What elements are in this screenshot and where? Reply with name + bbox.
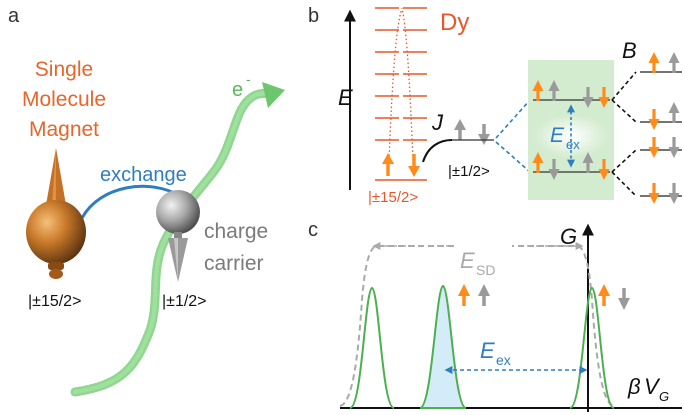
box-lower-carrier-up-arrow: [582, 152, 594, 173]
smm-state-label: |±15/2>: [28, 293, 81, 310]
x-axis-sub: G: [659, 389, 669, 404]
dy-tunnel-path-right: [401, 7, 414, 161]
carrier-state-label-b: |±1/2>: [448, 163, 490, 180]
smm-label-line2: Molecule: [22, 88, 106, 111]
box-lower-carrier-down-arrow: [548, 159, 560, 180]
box-upper-carrier-down-arrow: [582, 87, 594, 108]
split-line-lower: [495, 141, 531, 173]
zeeman-2-carrier-arrow: [668, 102, 680, 123]
carrier-up-arrow: [454, 119, 466, 140]
smm-label-line1: Single: [35, 58, 93, 81]
exchange-label: exchange: [100, 164, 187, 186]
panel-label-a: a: [8, 5, 20, 27]
zeeman-line-3: [611, 149, 637, 173]
dy-ground-up-arrow: [382, 153, 394, 176]
x-axis-beta: β: [627, 374, 641, 399]
panel-a: a Single Molecule Magnet e - exchange |±…: [8, 5, 285, 397]
zeeman-line-2: [611, 99, 637, 123]
exchange-peak-sub: ex: [496, 352, 511, 368]
peak-right: [569, 286, 615, 409]
coupling-label: J: [431, 110, 444, 135]
split-line-upper: [495, 99, 531, 139]
peak-middle: [419, 284, 467, 409]
carrier-spin-object: [156, 190, 200, 282]
energy-axis-label: E: [338, 85, 353, 110]
box-lower-smm-up-arrow: [532, 152, 544, 173]
coupling-arc: [422, 139, 453, 163]
carrier-label-line2: carrier: [204, 252, 264, 275]
electron-charge-sup: -: [246, 71, 251, 87]
dy-label: Dy: [440, 9, 469, 36]
zeeman-2-smm-arrow: [648, 109, 660, 130]
box-lower-smm-down-arrow: [598, 159, 610, 180]
exchange-energy-label: E: [550, 124, 565, 147]
exchange-energy-sub: ex: [566, 137, 580, 152]
exchange-peak-label: E: [480, 338, 495, 363]
sd-energy-sub: SD: [476, 262, 495, 278]
smm-label-line3: Magnet: [29, 118, 99, 141]
box-upper-smm-up-arrow: [532, 80, 544, 101]
carrier-label-line1: charge: [204, 220, 268, 243]
exchange-arc: [80, 184, 181, 219]
zeeman-4-carrier-arrow: [668, 183, 680, 204]
peak-left: [349, 286, 395, 409]
sd-envelope: [339, 245, 615, 407]
zeeman-line-4: [611, 171, 637, 197]
zeeman-1-smm-arrow: [648, 52, 660, 73]
carrier-down-arrow: [478, 124, 490, 145]
sd-energy-label: E: [460, 248, 475, 273]
box-upper-carrier-up-arrow: [548, 80, 560, 101]
panel-label-c: c: [308, 219, 318, 241]
zeeman-spins: [640, 52, 682, 204]
exchange-box-spins: [532, 80, 610, 180]
zeeman-line-1: [611, 71, 637, 101]
sd-label-bg: [454, 236, 512, 276]
electron-label: e: [232, 79, 243, 101]
smm-spin-object: [26, 148, 86, 279]
dy-state-label: |±15/2>: [368, 189, 418, 206]
panel-label-b: b: [308, 5, 319, 27]
field-label: B: [622, 38, 637, 63]
zeeman-1-carrier-arrow: [668, 52, 680, 73]
zeeman-3-carrier-arrow: [668, 137, 680, 158]
carrier-state-label: |±1/2>: [162, 293, 207, 310]
zeeman-4-smm-arrow: [648, 183, 660, 204]
dy-levels: [375, 7, 427, 181]
dy-ground-down-arrow: [408, 154, 420, 177]
peak-right-spins: [598, 284, 630, 310]
zeeman-3-smm-arrow: [648, 137, 660, 158]
x-axis-v: V: [644, 374, 661, 399]
box-upper-smm-down-arrow: [598, 87, 610, 108]
electron-arrowhead: [262, 82, 285, 108]
panel-c: c G E SD E ex β: [308, 219, 682, 412]
panel-b: b E Dy |±15/2> J |±1/: [308, 5, 682, 206]
dy-tunnel-path-left: [388, 7, 403, 161]
peak-middle-spins: [458, 284, 490, 306]
